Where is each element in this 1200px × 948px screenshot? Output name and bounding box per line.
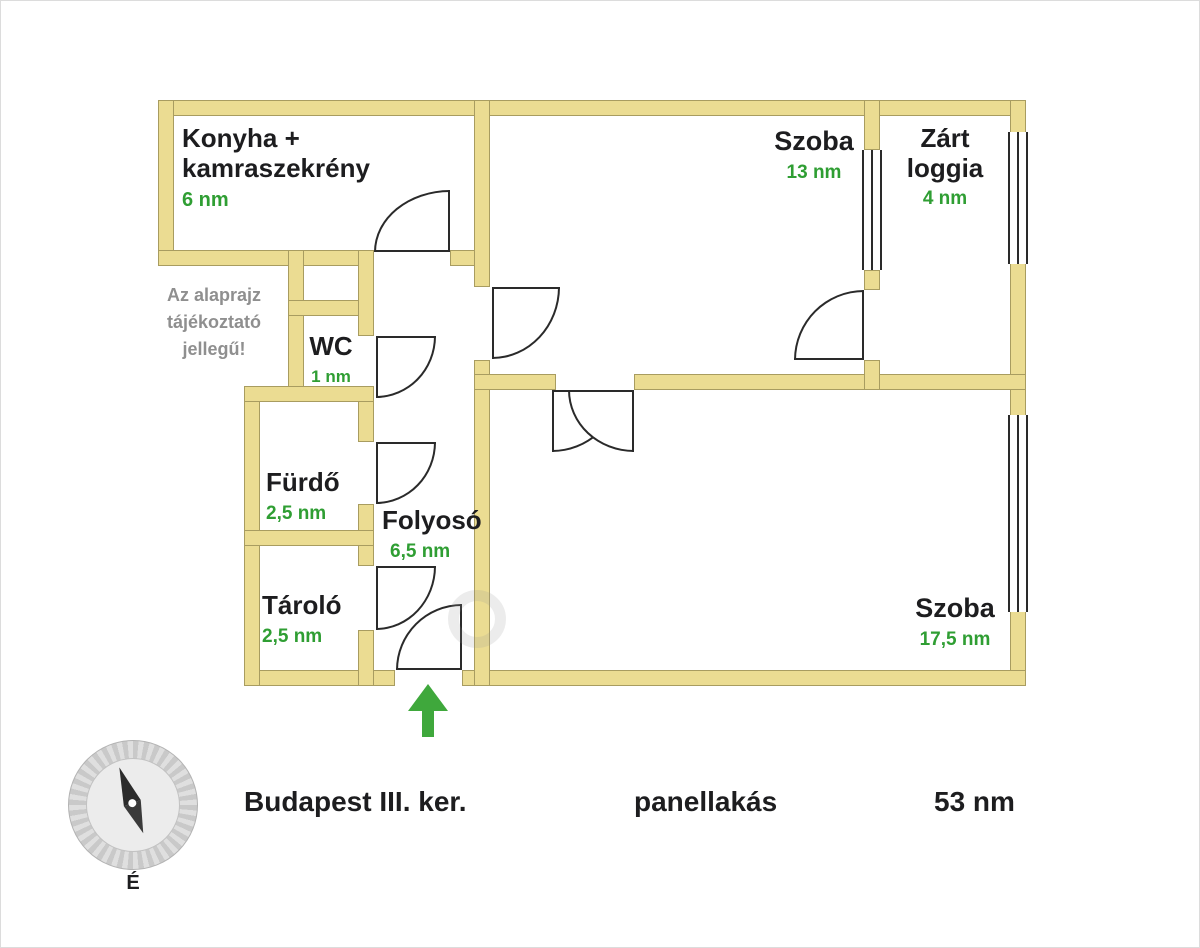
arrow-stem xyxy=(422,709,434,737)
wall-bathroom-top xyxy=(244,386,374,402)
wall-kitchen-left xyxy=(158,100,174,266)
disclaimer-note: Az alaprajz tájékoztató jellegű! xyxy=(166,285,262,359)
arrow-head xyxy=(408,684,448,711)
footer-property-type: panellakás xyxy=(634,786,778,817)
room-area: 13 nm xyxy=(786,161,842,183)
room-label-storage: Tároló 2,5 nm xyxy=(262,590,342,648)
wall-bottom-right xyxy=(462,670,1026,686)
footer-total-area: 53 nm xyxy=(934,786,1015,817)
window-loggia-right xyxy=(1008,132,1028,264)
room-name: Folyosó xyxy=(382,505,482,535)
door-loggia xyxy=(794,290,864,360)
watermark-logo-icon xyxy=(448,590,506,648)
window-pane-line xyxy=(1017,132,1019,264)
room-name: WC xyxy=(309,331,353,361)
room-name: Konyha + kamraszekrény xyxy=(182,123,370,183)
wall-hall-left-4 xyxy=(358,630,374,686)
door-bathroom xyxy=(376,442,436,504)
door-room-13 xyxy=(492,287,560,359)
room-area: 1 nm xyxy=(311,366,351,386)
window-room-right xyxy=(1008,415,1028,612)
wall-loggia-2 xyxy=(864,270,880,290)
wall-hall-left-2 xyxy=(358,398,374,442)
room-name: Zárt loggia xyxy=(906,123,984,183)
window-loggia-inner xyxy=(862,150,882,270)
wall-top xyxy=(158,100,1026,116)
room-area: 4 nm xyxy=(922,188,968,210)
room-name: Szoba xyxy=(915,593,995,623)
wall-kitchen-bottom xyxy=(158,250,374,266)
room-area: 6,5 nm xyxy=(390,540,451,562)
room-area: 6 nm xyxy=(182,189,229,212)
footer-location: Budapest III. ker. xyxy=(244,786,467,817)
room-name: Szoba xyxy=(774,126,854,156)
room-area: 2,5 nm xyxy=(266,502,327,524)
wall-room-divider-right xyxy=(634,374,1026,390)
wall-kitchen-bottom-right xyxy=(450,250,476,266)
room-area: 2,5 nm xyxy=(262,625,323,647)
needle-north xyxy=(110,764,141,807)
room-name: Fürdő xyxy=(266,467,340,497)
wall-bathroom-storage-divider xyxy=(244,530,374,546)
room-label-loggia: Zárt loggia 4 nm xyxy=(885,123,1005,210)
wall-central-upper xyxy=(474,100,490,287)
wall-loggia-1 xyxy=(864,100,880,150)
window-pane-line xyxy=(1017,415,1019,612)
wall-hall-left-1 xyxy=(358,250,374,336)
room-label-bathroom: Fürdő 2,5 nm xyxy=(266,467,340,525)
room-label-room-17: Szoba 17,5 nm xyxy=(900,593,1010,651)
wall-room-divider-left xyxy=(474,374,556,390)
room-area: 17,5 nm xyxy=(919,628,991,650)
wall-loggia-3 xyxy=(864,360,880,390)
room-label-kitchen: Konyha + kamraszekrény 6 nm xyxy=(182,123,404,212)
room-name: Tároló xyxy=(262,590,342,620)
room-label-room-13: Szoba 13 nm xyxy=(762,126,866,184)
window-pane-line xyxy=(871,150,873,270)
door-wc xyxy=(376,336,436,398)
room-label-wc: WC 1 nm xyxy=(301,331,361,386)
compass-north-label: É xyxy=(126,872,140,894)
room-label-hallway: Folyosó 6,5 nm xyxy=(382,505,482,563)
